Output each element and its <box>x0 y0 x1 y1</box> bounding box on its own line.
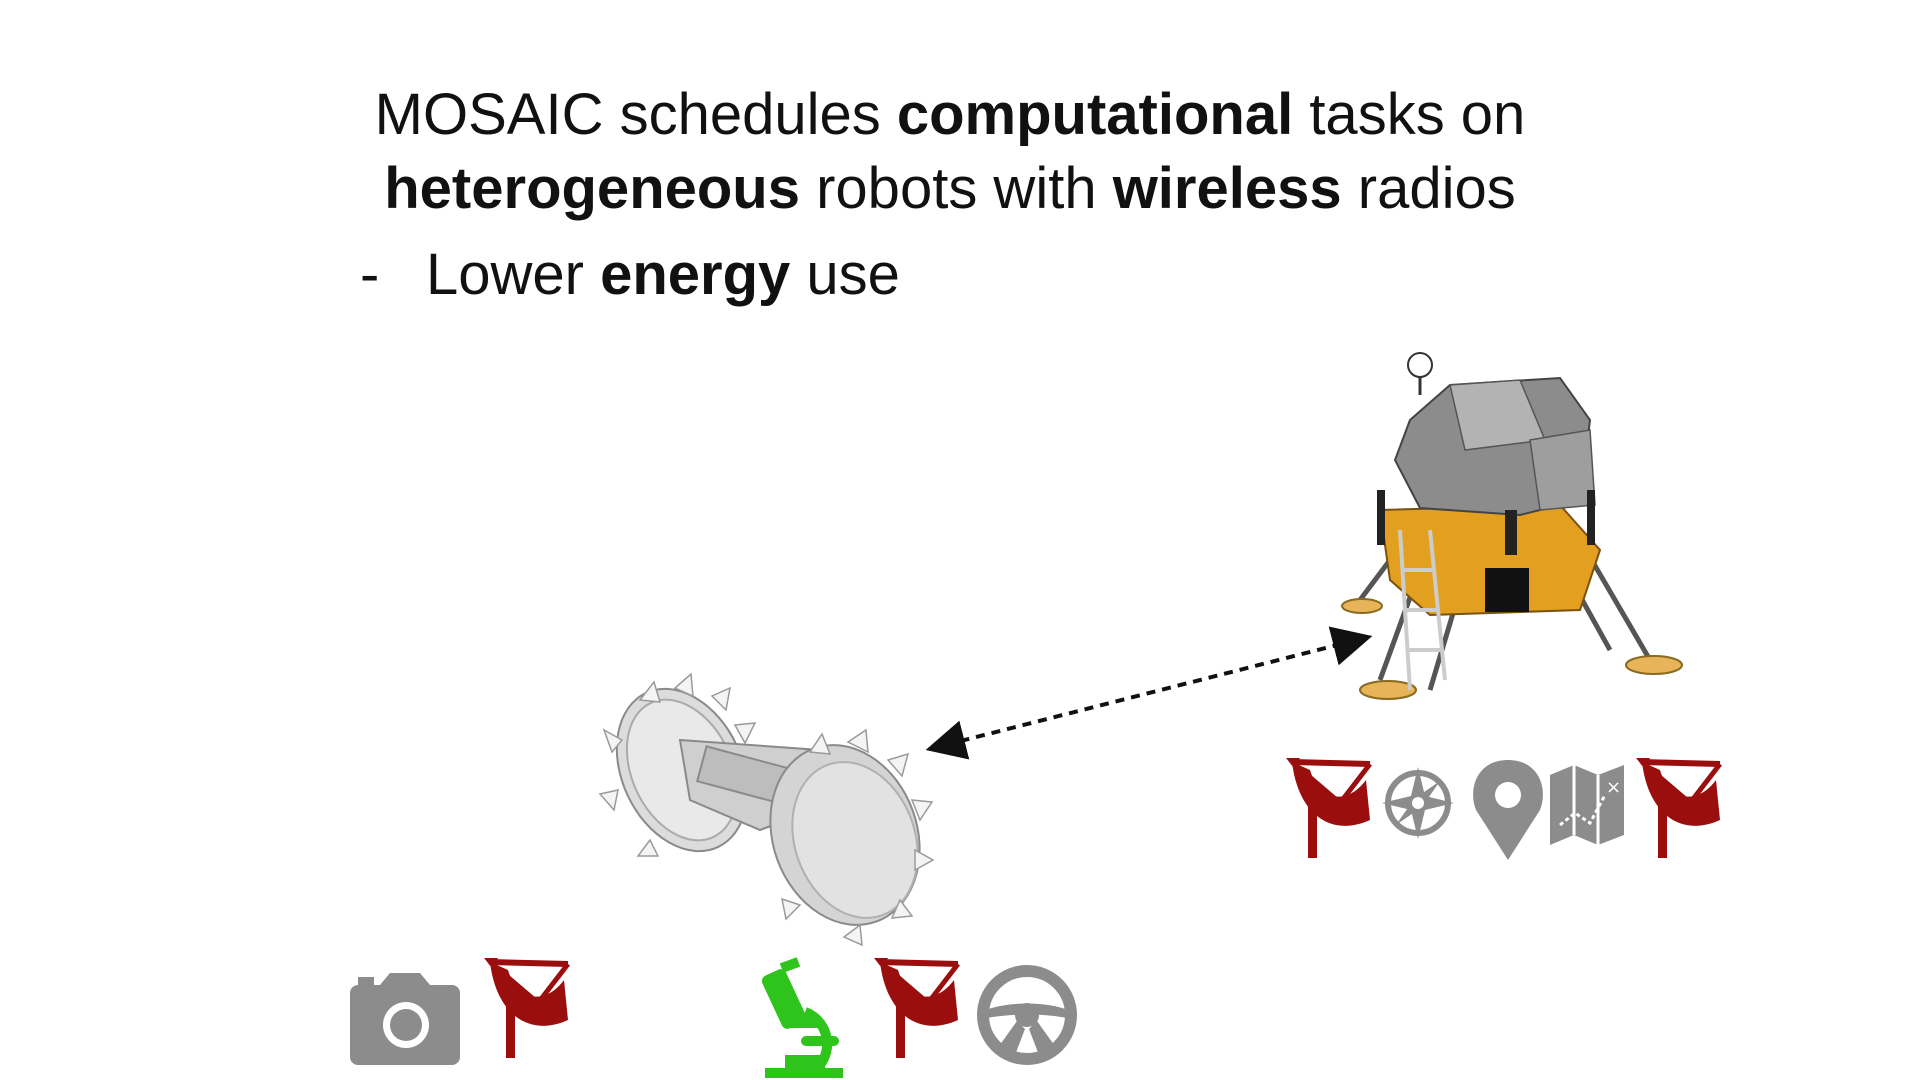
rover-robot <box>598 672 935 947</box>
satellite-dish-icon <box>484 958 568 1058</box>
text-run: use <box>790 242 900 307</box>
satellite-dish-icon <box>1286 758 1370 858</box>
rover-task-icons <box>761 957 1077 1078</box>
title-line-2: heterogeneous robots with wireless radio… <box>360 152 1540 226</box>
bold-computational: computational <box>896 82 1294 147</box>
slide-text: MOSAIC schedules computational tasks on … <box>360 78 1560 312</box>
compass-icon <box>1382 767 1454 839</box>
location-pin-icon <box>1473 760 1543 860</box>
camera-icon <box>350 973 460 1065</box>
wireless-link-arrow <box>925 626 1373 760</box>
steering-wheel-icon <box>977 965 1077 1065</box>
bold-wireless: wireless <box>1112 156 1342 221</box>
text-run: MOSAIC schedules <box>374 82 897 147</box>
bullet-dash: - <box>360 242 380 307</box>
bold-heterogeneous: heterogeneous <box>384 156 800 221</box>
title-line-1: MOSAIC schedules computational tasks on <box>360 78 1540 152</box>
lander-task-icons: × <box>1286 758 1720 860</box>
text-run: Lower <box>426 242 601 307</box>
lunar-lander-robot <box>1341 352 1683 700</box>
text-run: radios <box>1341 156 1516 221</box>
text-run: robots with <box>800 156 1113 221</box>
bold-energy: energy <box>600 242 791 307</box>
base-task-icons <box>350 958 568 1065</box>
bullet-energy: -Lower energy use <box>360 238 1560 312</box>
satellite-dish-icon <box>874 958 958 1058</box>
text-run: tasks on <box>1293 82 1526 147</box>
map-icon: × <box>1550 765 1624 845</box>
microscope-icon <box>761 957 843 1078</box>
satellite-dish-icon <box>1636 758 1720 858</box>
svg-text:×: × <box>1606 777 1621 798</box>
